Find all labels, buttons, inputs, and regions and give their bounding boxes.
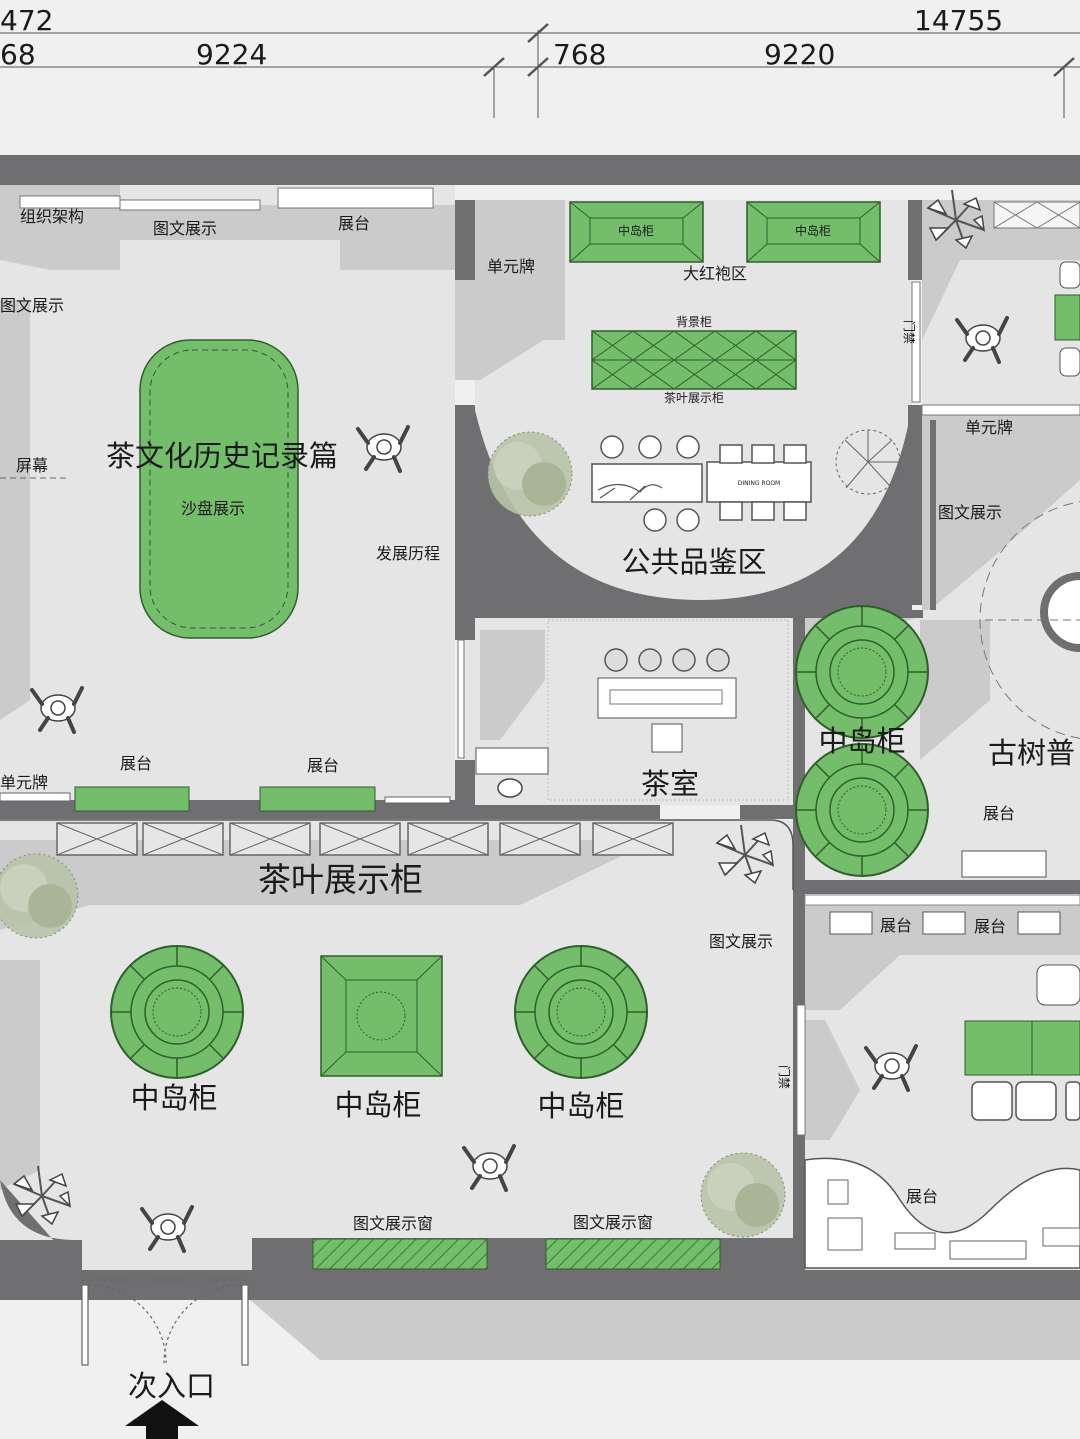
se-stand-3 [1017,911,1061,935]
island-cabinet-main-1-label: 中岛柜 [130,1081,217,1115]
plant-icon [597,483,663,501]
se-stand-2 [922,911,966,935]
tree-icon [700,1152,786,1238]
dining-room-label: DINING ROOM [738,480,780,487]
unit-sign-west-label: 单元牌 [0,773,48,792]
display-stand-east [961,850,1047,878]
se-stand-1 [829,911,873,935]
se-stand-1-label: 展台 [880,916,912,935]
island-cabinet-east-2 [795,743,929,877]
graphic-display-east-label: 图文展示 [938,503,1002,522]
tasting-tables [591,435,812,532]
island-cabinet-east-1 [795,605,929,739]
door-tag-se: 门禁 [777,1065,792,1089]
island-cabinet-main-3-label: 中岛柜 [537,1089,624,1123]
unit-sign-east-label: 单元牌 [965,418,1013,437]
tasting-area-wall [475,405,912,610]
public-tasting-label: 公共品鉴区 [621,545,766,579]
display-stand-2 [259,786,376,812]
dimension-lines [0,23,1080,118]
se-stand-3-label: 展台 [906,1187,938,1206]
graphic-window-2 [545,1238,721,1270]
door-tag-north: 门禁 [902,320,917,344]
backdrop-cabinet-label: 背景柜 [676,315,712,329]
island-cabinet-east-label: 中岛柜 [818,724,905,758]
unit-sign-dhp-label: 单元牌 [487,257,535,276]
island-cabinet-main-3 [514,945,648,1079]
graphic-window-1 [312,1238,488,1270]
island-cabinet-dhp-2-label: 中岛柜 [795,223,831,238]
ancient-tree-label: 古树普 [988,736,1075,770]
tea-cabinet-row-label: 茶叶展示柜 [258,860,423,899]
se-door[interactable] [796,1004,806,1136]
island-cabinet-main-2 [320,955,443,1077]
east-door-north[interactable] [911,281,921,403]
dim-768: 768 [553,38,606,71]
entrance-label: 次入口 [128,1369,215,1403]
tree-icon [487,431,573,517]
tea-room-stools [604,648,730,672]
graphic-display-left-label: 图文展示 [0,296,64,315]
island-cabinet-dhp-2 [746,201,881,263]
tea-cabinet-row [56,822,674,856]
ancient-tree-circle [979,501,1080,739]
display-stand-1-label: 展台 [120,754,152,773]
island-cabinet-dhp-1 [569,201,704,263]
graphic-display-main-label: 图文展示 [709,932,773,951]
screen-label: 屏幕 [16,456,48,475]
dim-14755: 14755 [914,4,1003,37]
dim-9224: 9224 [196,38,267,71]
display-stand-1 [74,786,190,812]
entrance-arrow-icon [125,1400,199,1439]
tea-display-cabinet-dhp [591,330,797,390]
island-cabinet-main-1 [110,945,244,1079]
tea-room-label: 茶室 [641,767,699,801]
tea-cabinet-dhp-label: 茶叶展示柜 [664,390,724,405]
history-title: 茶文化历史记录篇 [106,439,338,473]
se-table [964,1020,1080,1076]
dim-68: 68 [0,38,36,71]
shadows [0,185,1080,1360]
dahongpao-area-label: 大红袍区 [683,264,747,283]
display-stand-top-label: 展台 [338,214,370,233]
se-stand-2-label: 展台 [974,917,1006,936]
display-stand-east-label: 展台 [983,804,1015,823]
graphic-window-1-label: 图文展示窗 [353,1214,433,1233]
graphic-window-2-label: 图文展示窗 [573,1213,653,1232]
graphic-display-top-label: 图文展示 [153,219,217,238]
island-cabinet-main-2-label: 中岛柜 [334,1088,421,1122]
entrance-doors[interactable] [81,1279,250,1366]
dim-472: 472 [0,4,53,37]
display-stand-2-label: 展台 [307,756,339,775]
island-cabinet-dhp-1-label: 中岛柜 [618,223,654,238]
sand-table [139,339,299,639]
dim-9220: 9220 [764,38,835,71]
org-chart-label: 组织架构 [20,207,84,226]
person-icon [497,778,523,798]
plant-icon [835,429,901,495]
east-cabinet-top [993,201,1080,229]
sand-table-label: 沙盘展示 [181,499,245,518]
north-wall [0,155,1080,185]
development-history-label: 发展历程 [376,544,440,563]
